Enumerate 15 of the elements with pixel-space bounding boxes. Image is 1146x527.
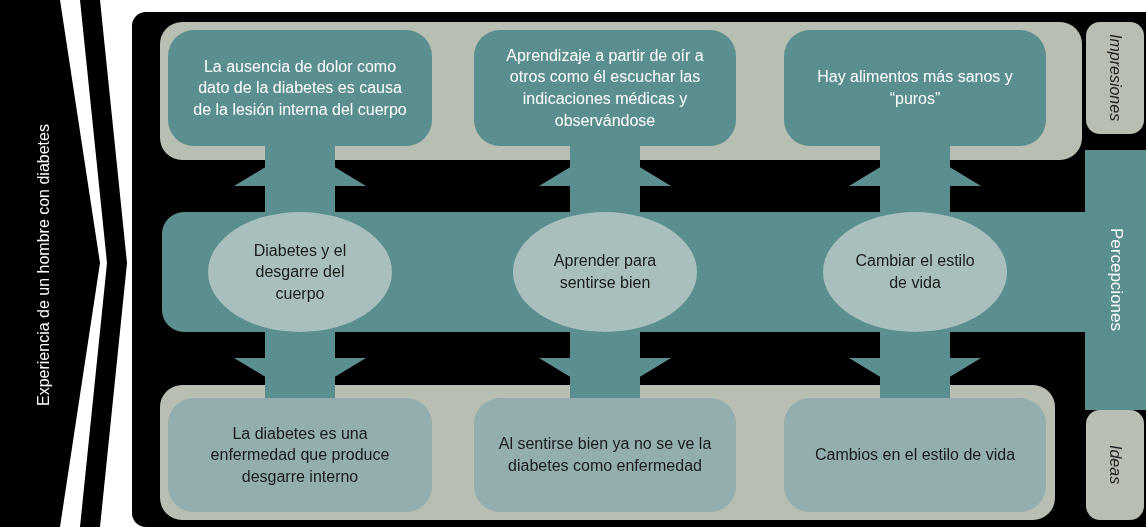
block-arrow — [539, 332, 671, 398]
idea-box: Cambios en el estilo de vida — [784, 398, 1046, 512]
block-arrow — [849, 332, 981, 398]
block-arrow — [234, 146, 366, 212]
block-arrow — [234, 332, 366, 398]
impression-box: Hay alimentos más sanos y “puros” — [784, 30, 1046, 146]
category-tab: Impresiones — [1086, 22, 1144, 134]
category-band: Percepciones — [1085, 150, 1146, 410]
impression-box: Aprendizaje a partir de oír a otros como él escuchar las indicaciones médicas y observándose — [474, 30, 736, 146]
block-arrow — [849, 146, 981, 212]
idea-box: Al sentirse bien ya no se ve la diabetes como enfermedad — [474, 398, 736, 512]
category-tab: Ideas — [1086, 410, 1144, 520]
idea-box: La diabetes es una enfermedad que produce desgarre interno — [168, 398, 432, 512]
impression-box: La ausencia de dolor como dato de la diabetes es causa de la lesión interna del cuerpo — [168, 30, 432, 146]
block-arrow — [539, 146, 671, 212]
